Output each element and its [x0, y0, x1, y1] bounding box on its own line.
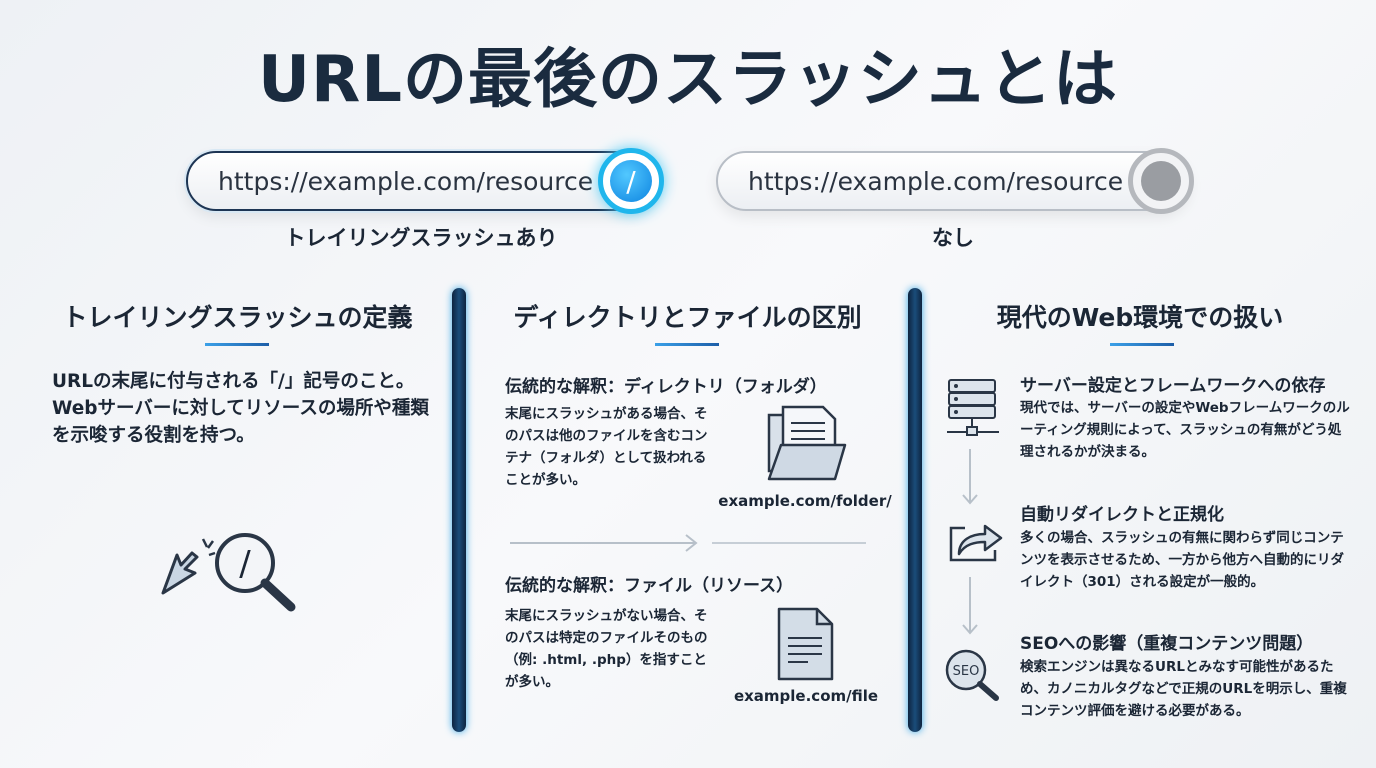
server-icon	[947, 379, 999, 436]
modern-item-text: 検索エンジンは異なるURLとみなす可能性があるため、カノニカルタグなどで正規のU…	[1020, 659, 1347, 719]
column-heading-distinction: ディレクトリとファイルの区別	[513, 303, 862, 332]
arrow-separator-icon	[510, 534, 866, 552]
down-arrow-icon	[962, 577, 978, 635]
heading-underline	[1110, 343, 1174, 346]
slash-badge-icon: /	[598, 148, 664, 214]
modern-item-text: 現代では、サーバーの設定やWebフレームワークのルーティング規則によって、スラッ…	[1020, 400, 1350, 460]
folder-url-example: example.com/folder/	[718, 492, 892, 510]
label-without-slash: なし	[932, 226, 974, 250]
redirect-icon	[949, 524, 1003, 562]
svg-text:SEO: SEO	[953, 664, 980, 679]
heading-underline	[655, 343, 719, 346]
seo-magnifier-icon: SEO	[945, 649, 999, 701]
file-icon	[777, 607, 834, 681]
label-with-slash: トレイリングスラッシュあり	[284, 226, 558, 250]
url-text: https://example.com/resource	[218, 166, 594, 196]
modern-item-title: SEOへの影響（重複コンテンツ問題）	[1020, 634, 1314, 654]
modern-item-title: サーバー設定とフレームワークへの依存	[1020, 376, 1326, 396]
subheading-file: 伝統的な解釈：ファイル（リソース）	[505, 576, 794, 596]
definition-text: URLの末尾に付与される「/」記号のこと。Webサーバーに対してリソースの場所や…	[52, 371, 429, 446]
down-arrow-icon	[962, 449, 978, 505]
directory-text: 末尾にスラッシュがある場合、そのパスは他のファイルを含むコンテナ（フォルダ）とし…	[505, 406, 708, 488]
heading-underline	[205, 343, 269, 346]
url-bar-without-slash: https://example.com/resource	[716, 151, 1190, 211]
modern-item-title: 自動リダイレクトと正規化	[1020, 505, 1224, 525]
folder-icon	[767, 405, 847, 481]
empty-badge-icon	[1128, 148, 1194, 214]
url-bar-with-slash: https://example.com/resource	[186, 151, 656, 211]
modern-item-text: 多くの場合、スラッシュの有無に関わらず同じコンテンツを表示させるため、一方から他…	[1020, 530, 1344, 590]
column-heading-definition: トレイリングスラッシュの定義	[62, 303, 413, 332]
url-text: https://example.com/resource	[748, 166, 1124, 196]
column-divider	[452, 288, 466, 732]
svg-text:/: /	[239, 544, 251, 584]
file-url-example: example.com/file	[733, 687, 879, 705]
column-heading-modern: 現代のWeb環境での扱い	[996, 303, 1284, 332]
file-text: 末尾にスラッシュがない場合、そのパスは特定のファイルそのもの（例: .html,…	[505, 608, 708, 690]
column-divider	[908, 288, 922, 732]
cursor-magnifier-slash-icon: /	[161, 533, 296, 612]
page-title: URLの最後のスラッシュとは	[257, 43, 1119, 117]
subheading-directory: 伝統的な解釈：ディレクトリ（フォルダ）	[505, 377, 827, 397]
